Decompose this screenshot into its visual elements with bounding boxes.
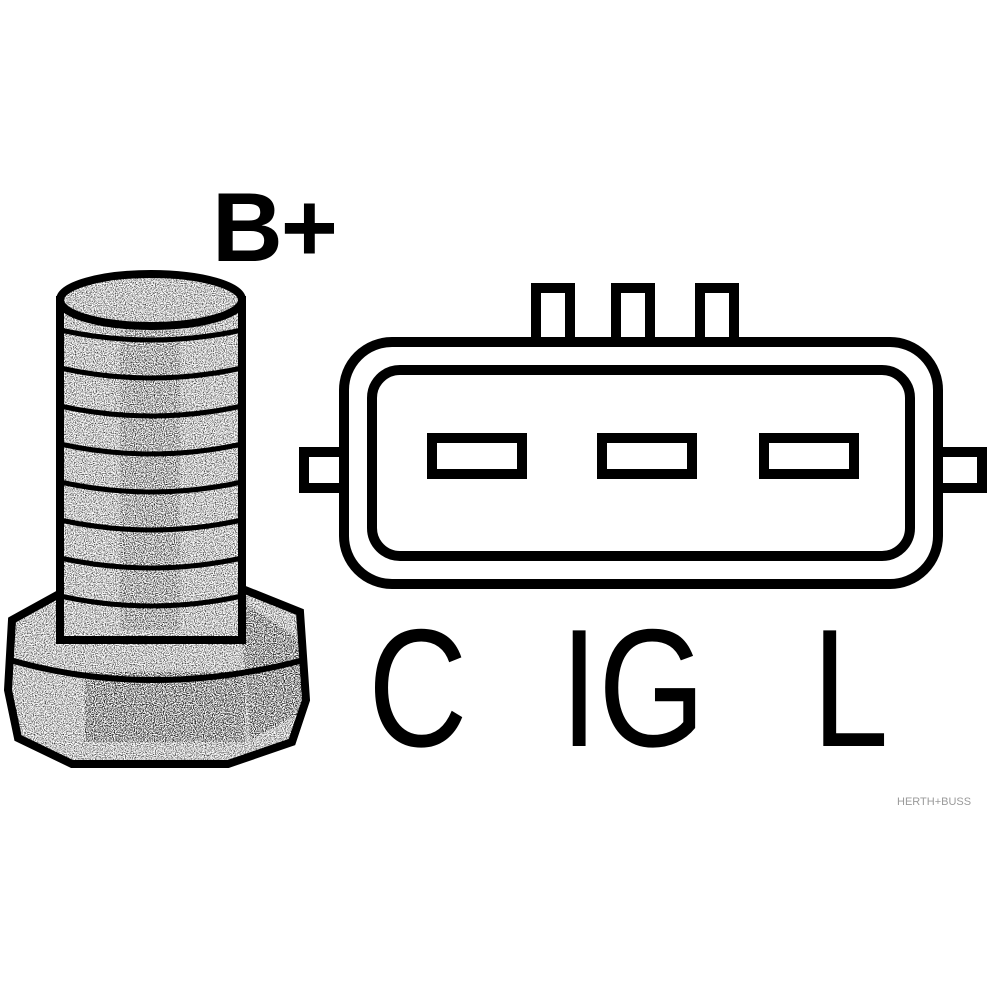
- connector-top-pin: [611, 283, 655, 349]
- bolt-threaded-shaft: [56, 296, 246, 644]
- battery-terminal-bolt: [3, 270, 311, 768]
- pin-label-ig: IG: [560, 594, 706, 782]
- brand-watermark: HERTH+BUSS: [897, 796, 972, 808]
- pin-label-l: L: [812, 594, 889, 782]
- connector-slot-l: [759, 433, 859, 479]
- battery-terminal-label: B+: [212, 172, 338, 282]
- connector-top-pin: [531, 283, 575, 349]
- connector-plug: [299, 283, 987, 589]
- connector-slot-c: [427, 433, 527, 479]
- connector-top-pin: [695, 283, 739, 349]
- connector-right-latch: [931, 447, 987, 493]
- connector-slot-ig: [597, 433, 697, 479]
- connector-housing-inner: [367, 365, 915, 561]
- pin-label-c: C: [368, 594, 468, 782]
